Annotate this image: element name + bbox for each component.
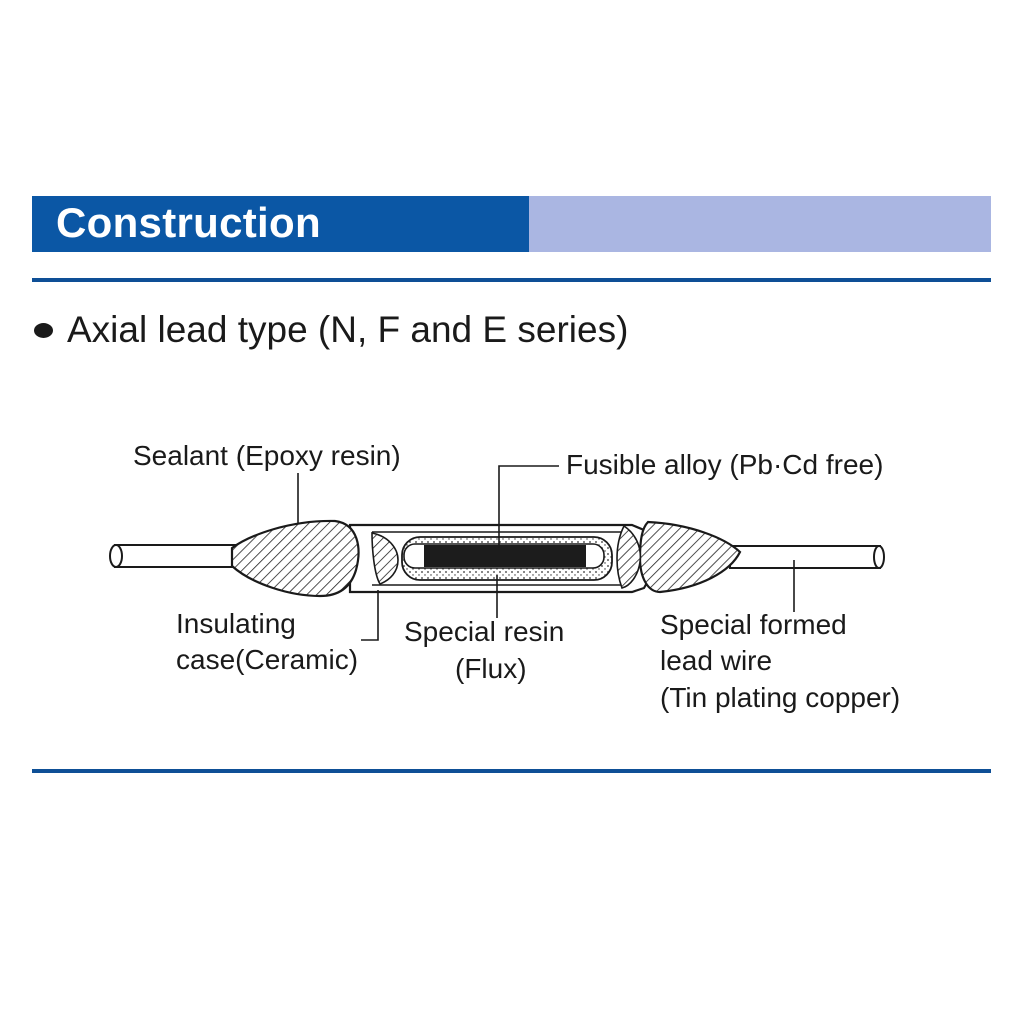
right-sealant-epoxy — [638, 520, 742, 594]
right-lead-wire — [729, 545, 885, 569]
subheading-text: Axial lead type (N, F and E series) — [67, 309, 629, 350]
label-special-resin-2: (Flux) — [455, 653, 527, 684]
label-lead-wire-2: lead wire — [660, 645, 772, 676]
right-inner-cap — [616, 524, 642, 589]
bullet-dot-icon — [34, 322, 53, 338]
label-lead-wire-3: (Tin plating copper) — [660, 682, 900, 713]
subheading: Axial lead type (N, F and E series) — [34, 306, 628, 354]
leader-lines — [297, 465, 795, 641]
left-inner-cap — [371, 532, 399, 585]
section-header-dark-block: Construction — [32, 196, 529, 252]
left-sealant-epoxy — [230, 519, 360, 598]
left-lead-wire — [109, 544, 246, 568]
section-title: Construction — [56, 199, 321, 246]
fusible-alloy-element — [403, 543, 605, 569]
bottom-divider — [32, 769, 991, 773]
section-header: Construction — [32, 196, 991, 252]
top-divider — [32, 278, 991, 282]
label-sealant: Sealant (Epoxy resin) — [133, 440, 401, 471]
label-insulating-case-2: case(Ceramic) — [176, 644, 358, 675]
label-insulating-case-1: Insulating — [176, 608, 296, 639]
section-header-light-block — [529, 196, 991, 252]
label-lead-wire-1: Special formed — [660, 609, 847, 640]
label-fusible-alloy: Fusible alloy (Pb·Cd free) — [566, 449, 883, 480]
label-special-resin-1: Special resin — [404, 616, 564, 647]
